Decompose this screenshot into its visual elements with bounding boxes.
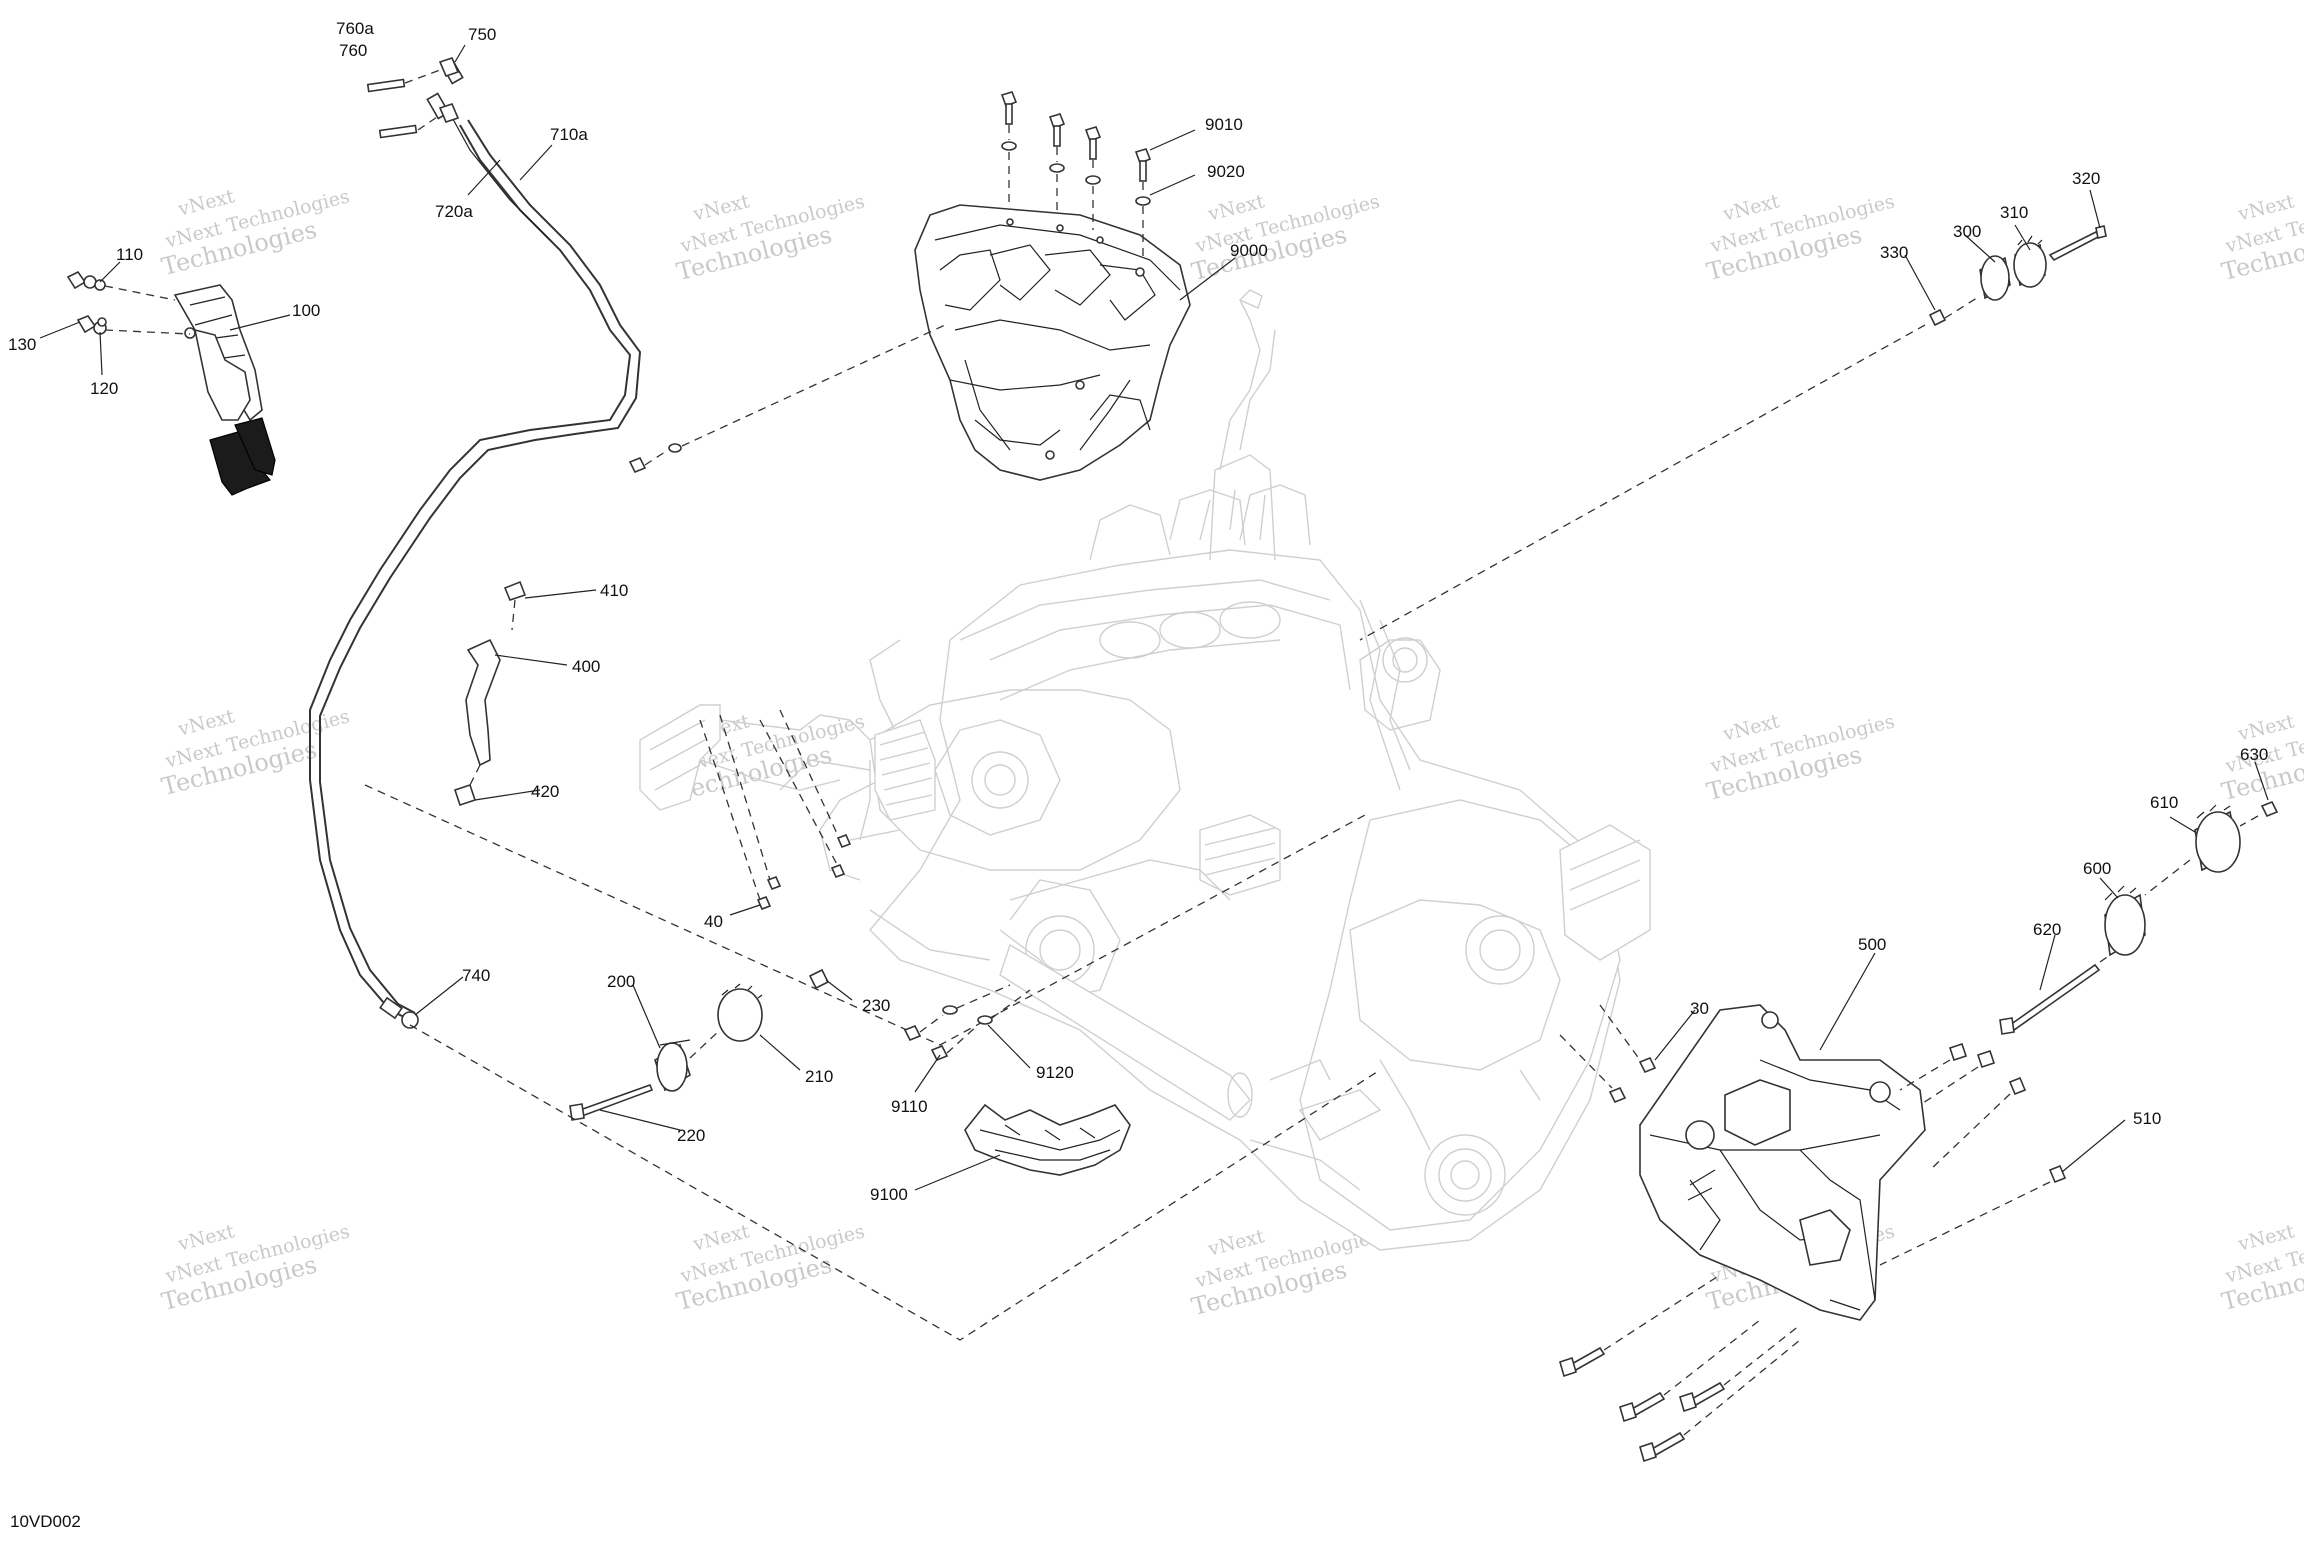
callout-760: 760: [339, 41, 367, 60]
watermark: vNext vNext Technologies Technologies: [159, 1220, 352, 1316]
pedal-hardware: [66, 270, 191, 335]
pin-760a: [366, 78, 406, 93]
cover-bolts: [628, 91, 1152, 474]
leader-lines: [39, 44, 2269, 1191]
bolt-320: [2048, 231, 2102, 262]
engine-cover: [914, 204, 1191, 481]
bolt-220: [578, 1083, 654, 1118]
callout-220: 220: [677, 1126, 705, 1145]
throttle-cable: [309, 57, 642, 1029]
callout-130: 130: [8, 335, 36, 354]
diagram-code: 10VD002: [10, 1512, 81, 1531]
rear-mount-isolators: [1879, 800, 2279, 1266]
right-engine-mount: [1359, 225, 2107, 641]
callout-labels: 760a 760 750 710a 720a 110 100 130 120 9…: [8, 19, 2268, 1204]
skid-hardware: [903, 984, 1031, 1062]
callout-510: 510: [2133, 1109, 2161, 1128]
callout-720a: 720a: [435, 202, 473, 221]
watermark: vNext vNext Technologies Technologies: [2219, 190, 2304, 286]
bracket-lower-bolts: [1559, 1274, 1801, 1463]
callout-9000: 9000: [1230, 241, 1268, 260]
callout-400: 400: [572, 657, 600, 676]
callout-320: 320: [2072, 169, 2100, 188]
pin-760: [378, 124, 418, 139]
callout-30: 30: [1690, 999, 1709, 1018]
watermark: vNext vNext Technologies Technologies: [1189, 190, 1382, 286]
callout-230: 230: [862, 996, 890, 1015]
engine-assembly-ghost: [639, 289, 1651, 1251]
callout-210: 210: [805, 1067, 833, 1086]
callout-120: 120: [90, 379, 118, 398]
watermark: vNext vNext Technologies Technologies: [674, 1220, 867, 1316]
callout-200: 200: [607, 972, 635, 991]
watermark: vNext vNext Technologies Technologies: [159, 185, 352, 281]
callout-9010: 9010: [1205, 115, 1243, 134]
watermark: vNext vNext Technologies Technologies: [1704, 190, 1897, 286]
callout-620: 620: [2033, 920, 2061, 939]
callout-600: 600: [2083, 859, 2111, 878]
callout-9020: 9020: [1207, 162, 1245, 181]
callout-760a: 760a: [336, 19, 374, 38]
callout-710a: 710a: [550, 125, 588, 144]
callout-300: 300: [1953, 222, 1981, 241]
cable-pins: [366, 57, 460, 139]
trans-bolts-30: [1559, 1004, 1657, 1104]
accelerator-pedal: [173, 284, 276, 496]
coolant-hose: [453, 580, 527, 807]
callout-100: 100: [292, 301, 320, 320]
callout-740: 740: [462, 966, 490, 985]
callout-40: 40: [704, 912, 723, 931]
skid-plate: [964, 1103, 1131, 1176]
watermark: vNext vNext Technologies Technologies: [159, 705, 352, 801]
callout-410: 410: [600, 581, 628, 600]
watermark: vNext vNext Technologies Technologies: [2219, 1220, 2304, 1316]
front-left-mount: [364, 784, 1381, 1341]
callout-9100: 9100: [870, 1185, 908, 1204]
rear-mount-bracket: [1639, 1004, 1926, 1321]
callout-610: 610: [2150, 793, 2178, 812]
cable-grommet: [401, 1011, 419, 1029]
cable-grommet: [379, 996, 403, 1020]
bolt-620: [2008, 963, 2101, 1032]
bracket-bolts-40: [699, 709, 852, 911]
callout-330: 330: [1880, 243, 1908, 262]
callout-310: 310: [2000, 203, 2028, 222]
callout-110: 110: [116, 245, 143, 264]
callout-750: 750: [468, 25, 496, 44]
callout-9120: 9120: [1036, 1063, 1074, 1082]
callout-420: 420: [531, 782, 559, 801]
cable-clip: [438, 103, 460, 123]
callout-630: 630: [2240, 745, 2268, 764]
callout-9110: 9110: [891, 1097, 928, 1116]
watermark: vNext vNext Technologies Technologies: [674, 190, 867, 286]
callout-500: 500: [1858, 935, 1886, 954]
watermark: vNext vNext Technologies Technologies: [1704, 710, 1897, 806]
cable-clip: [438, 57, 460, 77]
